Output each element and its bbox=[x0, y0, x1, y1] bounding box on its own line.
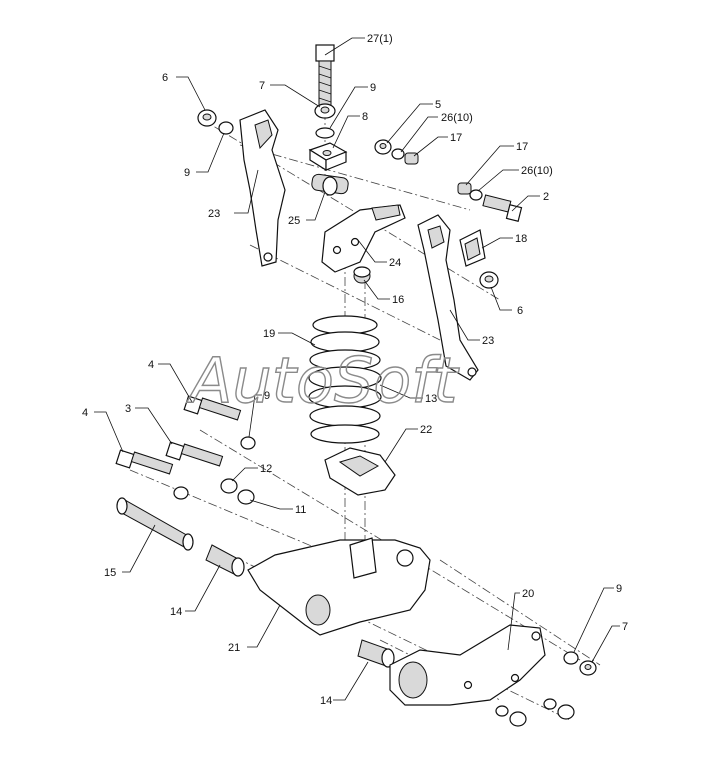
link-23-right bbox=[417, 214, 479, 381]
callout-9-upper: 9 bbox=[370, 82, 376, 94]
bolt-2 bbox=[482, 194, 523, 222]
callout-9-left: 9 bbox=[184, 167, 190, 179]
washer-bottom-b bbox=[543, 698, 557, 710]
callout-23-right: 23 bbox=[482, 335, 494, 347]
callout-17-lower: 17 bbox=[516, 141, 528, 153]
bushing-17-lower bbox=[457, 182, 472, 195]
callout-17-upper: 17 bbox=[450, 132, 462, 144]
callout-26-upper: 26(10) bbox=[441, 112, 473, 124]
shaft-25 bbox=[311, 173, 349, 196]
callout-5: 5 bbox=[435, 99, 441, 111]
nut-6-right bbox=[479, 271, 499, 289]
callout-11: 11 bbox=[295, 504, 306, 516]
washer-11 bbox=[237, 489, 255, 505]
washer-26-lower bbox=[469, 189, 483, 201]
callout-23-left: 23 bbox=[208, 208, 220, 220]
bushing-14-lower bbox=[357, 639, 395, 668]
callout-16: 16 bbox=[392, 294, 404, 306]
callout-26-lower: 26(10) bbox=[521, 165, 553, 177]
callout-7-right: 7 bbox=[622, 621, 628, 633]
callout-22: 22 bbox=[420, 424, 432, 436]
washer-bottom-a bbox=[495, 705, 509, 717]
pin-15 bbox=[116, 497, 194, 551]
nut-bottom-a bbox=[509, 711, 527, 727]
callout-15: 15 bbox=[104, 567, 116, 579]
bolt-4-upper bbox=[183, 395, 242, 421]
washer-small bbox=[173, 486, 189, 500]
nut-6-left bbox=[197, 109, 217, 127]
spring-19 bbox=[308, 315, 382, 444]
nut-bottom-b bbox=[557, 704, 575, 720]
callout-12: 12 bbox=[260, 463, 272, 475]
nut-7-right bbox=[579, 660, 597, 676]
callout-9-mid: 9 bbox=[264, 390, 270, 402]
callout-6-upper: 6 bbox=[162, 72, 168, 84]
bolt-27 bbox=[315, 44, 335, 106]
bushing-14-left bbox=[205, 544, 245, 577]
watermark-text: AutoSoft bbox=[186, 344, 460, 417]
bolt-3 bbox=[165, 441, 224, 467]
washer-9-mid bbox=[240, 436, 256, 450]
callout-labels: 27(1) 6 7 9 8 5 26(10) 17 9 17 26(10) 2 … bbox=[82, 33, 628, 707]
plate-18 bbox=[459, 229, 486, 267]
callout-14-left: 14 bbox=[170, 606, 182, 618]
washer-9-left bbox=[218, 121, 234, 135]
callout-2: 2 bbox=[543, 191, 549, 203]
bolt-4-lower bbox=[115, 449, 174, 475]
bracket-24 bbox=[321, 204, 406, 273]
arm-21 bbox=[247, 537, 431, 636]
callout-20: 20 bbox=[522, 588, 534, 600]
link-23-left bbox=[239, 109, 286, 267]
seat-22 bbox=[324, 447, 396, 496]
callout-9-right: 9 bbox=[616, 583, 622, 595]
callout-25: 25 bbox=[288, 215, 300, 227]
callout-14-lower: 14 bbox=[320, 695, 332, 707]
washer-9-top bbox=[315, 127, 335, 139]
callout-18: 18 bbox=[515, 233, 527, 245]
callout-21: 21 bbox=[228, 642, 240, 654]
washer-9-right bbox=[563, 651, 579, 665]
callout-4-lower: 4 bbox=[82, 407, 88, 419]
callout-6-right: 6 bbox=[517, 305, 523, 317]
plate-8 bbox=[308, 142, 348, 172]
callout-8: 8 bbox=[362, 111, 368, 123]
bushing-16 bbox=[353, 266, 371, 284]
nut-5 bbox=[374, 139, 392, 155]
callout-24: 24 bbox=[389, 257, 401, 269]
callout-4-upper: 4 bbox=[148, 359, 154, 371]
leader-lines bbox=[94, 37, 620, 701]
nut-7-top bbox=[314, 103, 336, 119]
bracket-20 bbox=[389, 624, 546, 706]
callout-27: 27(1) bbox=[367, 33, 393, 45]
callout-7-upper: 7 bbox=[259, 80, 265, 92]
callout-13: 13 bbox=[425, 393, 437, 405]
callout-19: 19 bbox=[263, 328, 275, 340]
callout-3: 3 bbox=[125, 403, 131, 415]
washer-12 bbox=[220, 478, 238, 494]
